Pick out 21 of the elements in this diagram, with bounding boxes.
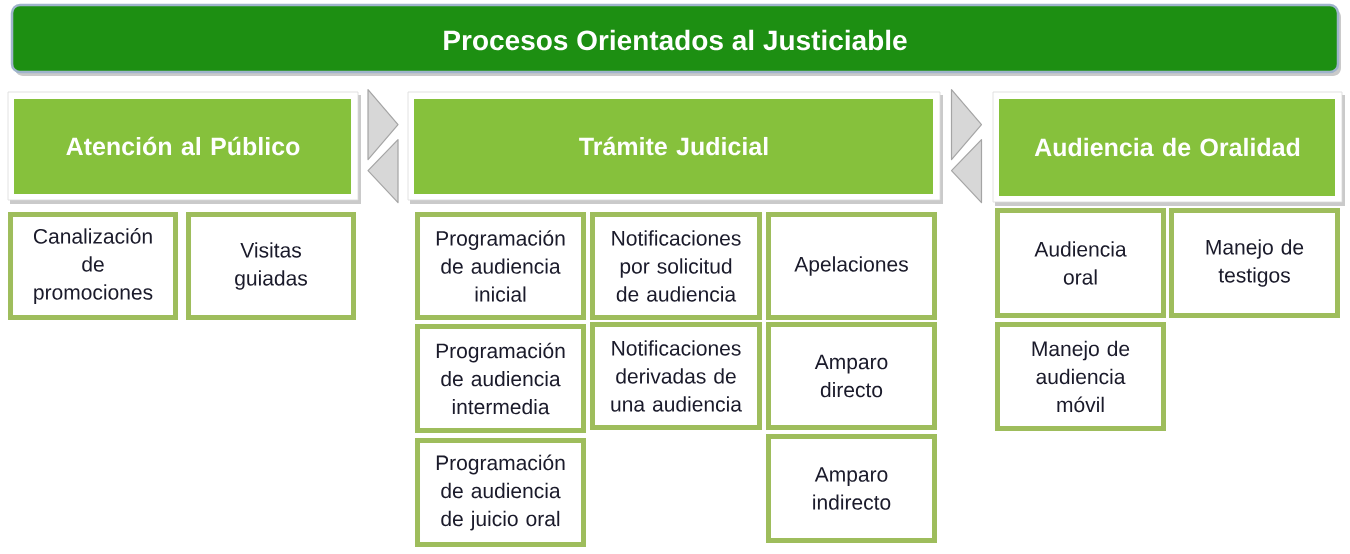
process-box: Apelaciones (766, 212, 937, 320)
process-box: Canalización de promociones (8, 212, 178, 320)
process-box: Programación de audiencia de juicio oral (415, 438, 586, 547)
chevron-arrow (950, 89, 983, 161)
process-box: Programación de audiencia intermedia (415, 324, 586, 433)
process-box: Manejo de testigos (1169, 208, 1340, 318)
process-box: Notificaciones derivadas de una audiencia (590, 322, 762, 430)
chevron-arrow (950, 139, 983, 204)
section-header: Atención al Público (7, 91, 361, 204)
process-box: Visitas guiadas (186, 212, 356, 320)
process-box: Manejo de audiencia móvil (995, 322, 1166, 431)
chevron-arrow (367, 139, 399, 204)
process-box: Audiencia oral (995, 208, 1166, 318)
process-box: Notificaciones por solicitud de audiencia (590, 212, 762, 320)
process-box: Amparo directo (766, 322, 937, 430)
title-banner: Procesos Orientados al Justiciable (10, 3, 1341, 76)
process-box: Amparo indirecto (766, 434, 937, 543)
chevron-arrow (367, 89, 399, 161)
process-box: Programación de audiencia inicial (415, 212, 586, 320)
section-header: Audiencia de Oralidad (992, 91, 1345, 206)
section-header: Trámite Judicial (407, 91, 943, 204)
